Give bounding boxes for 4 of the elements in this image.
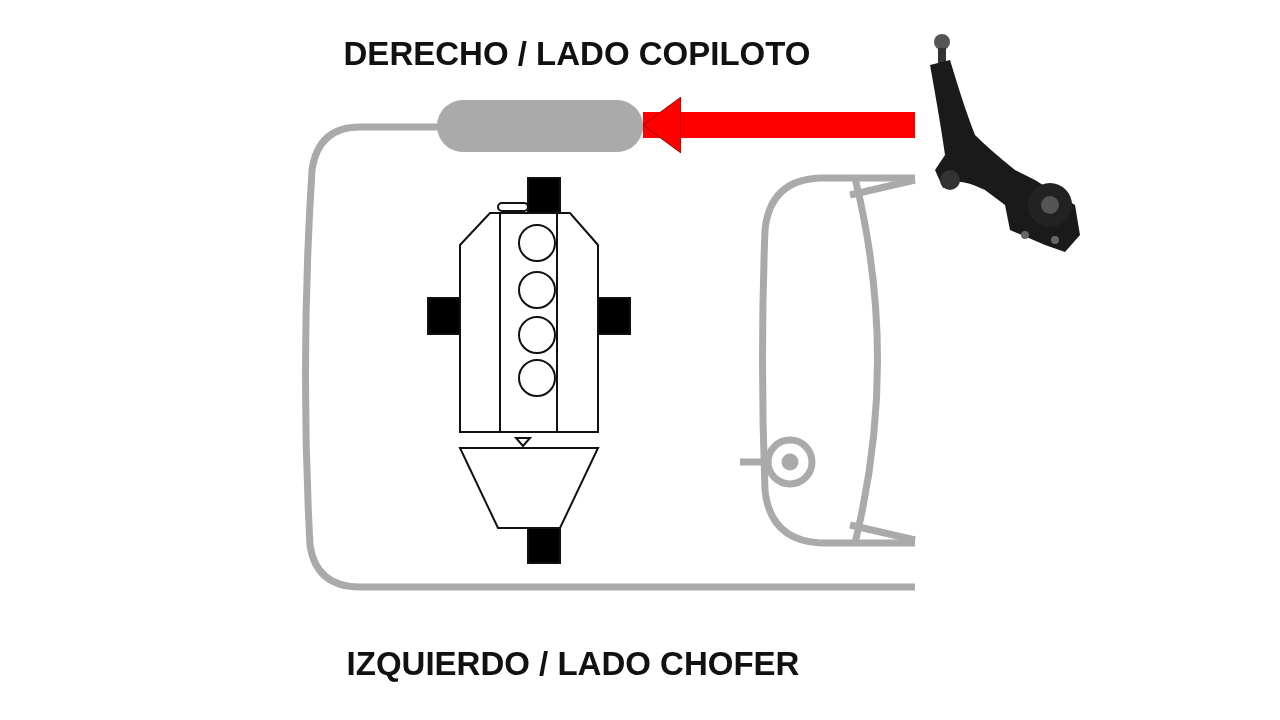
- arrow: [642, 96, 915, 154]
- wheel-shape: [437, 100, 643, 152]
- side-heading: DERECHO / LADO COPILOTO: [343, 35, 811, 73]
- side-heading: IZQUIERDO / LADO CHOFER: [346, 645, 800, 683]
